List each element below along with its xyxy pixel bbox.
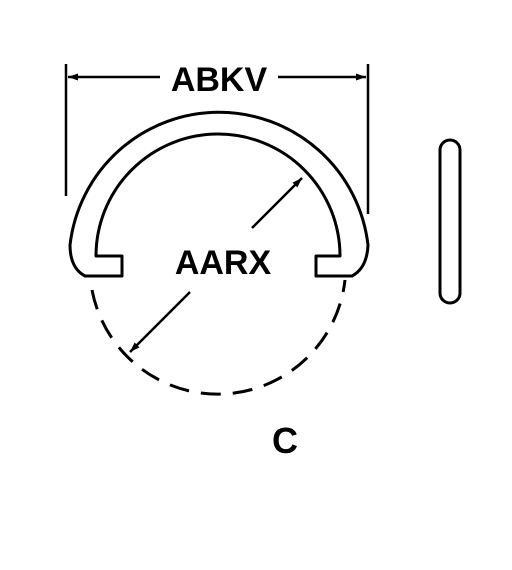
- diameter-dimension-label: AARX: [175, 244, 272, 282]
- ring-outer-outline: [68, 110, 370, 278]
- diameter-dimension: [129, 177, 303, 353]
- ring-side-view: [438, 138, 462, 305]
- phantom-circle-dashed: [90, 279, 347, 396]
- dimension-leader-lower: [129, 291, 191, 353]
- retaining-ring-front-view: [68, 110, 370, 278]
- dimension-leader-upper: [251, 177, 303, 229]
- width-dimension-label: ABKV: [171, 61, 268, 99]
- width-dimension: [64, 64, 370, 214]
- view-letter-label: C: [272, 420, 298, 461]
